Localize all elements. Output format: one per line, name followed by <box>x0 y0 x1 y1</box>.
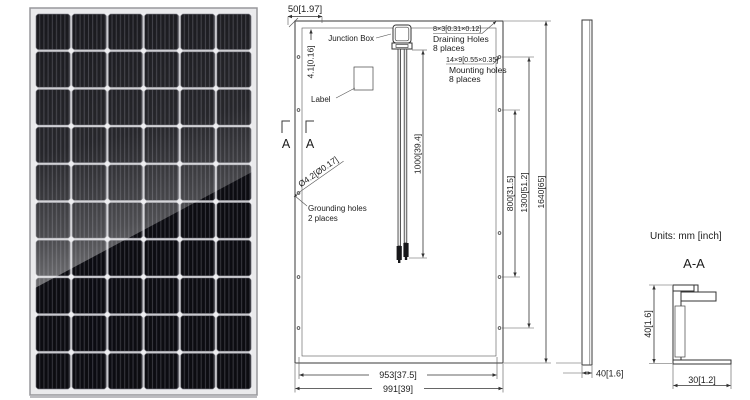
mounting-places-text: 8 places <box>449 74 481 84</box>
side-profile <box>581 19 593 366</box>
draining-places-text: 8 places <box>433 43 465 53</box>
section-marker-a1: A <box>282 137 291 151</box>
section-aa-title: A-A <box>683 256 705 271</box>
dim-top-offset-text: 50[1.97] <box>288 4 322 15</box>
dim-section-height: 40[1.6] <box>643 284 672 364</box>
glass-edge <box>680 291 717 302</box>
dim-top-offset: 50[1.97] <box>287 4 323 25</box>
back-view: 50[1.97] 4.1[0.16] Junction Box Label 8×… <box>281 4 551 395</box>
junction-box-label-text: Junction Box <box>328 34 374 43</box>
frame-profile <box>672 284 732 365</box>
dim-cable-text: 1000[39.4] <box>413 134 423 174</box>
section-aa: A-A 40[1.6] 30[1.2] <box>643 256 732 389</box>
mounting-holes-callout: 14×9[0.55×0.35] Mounting holes 8 places <box>446 55 507 84</box>
dim-frame-lip-text: 4.1[0.16] <box>306 45 316 78</box>
junction-box-label: Junction Box <box>328 33 392 43</box>
back-outer-frame <box>294 20 504 364</box>
grounding-places-text: 2 places <box>308 214 338 223</box>
draining-size-text: 8×3[0.31×0.12] <box>433 24 481 33</box>
dim-991-text: 991[39] <box>383 384 413 394</box>
label-callout: Label <box>311 87 356 104</box>
mc4-connector <box>403 243 409 257</box>
right-dimensions: 800[31.5] 1300[51.2] 1640[65] <box>502 20 551 364</box>
grounding-name-text: Grounding holes <box>308 204 367 213</box>
units-note: Units: mm [inch] <box>650 231 722 242</box>
grounding-holes-callout: Ø4.2[Ø0.17] Grounding holes 2 places <box>293 154 367 223</box>
side-view: 40[1.6] <box>556 19 624 379</box>
bottom-dimensions: 953[37.5] 991[39] <box>294 357 504 395</box>
draining-name-text: Draining Holes <box>433 34 489 44</box>
dim-953-text: 953[37.5] <box>379 370 417 380</box>
grounding-size-text: Ø4.2[Ø0.17] <box>296 154 340 189</box>
junction-box <box>391 24 413 50</box>
mounting-name-text: Mounting holes <box>449 65 507 75</box>
section-cut-markers: A A <box>281 120 315 151</box>
dim-section-base-text: 30[1.2] <box>688 375 716 385</box>
mounting-size-text: 14×9[0.55×0.35] <box>446 55 498 64</box>
section-marker-a2: A <box>306 137 315 151</box>
front-view-photo <box>29 7 258 398</box>
dim-800-text: 800[31.5] <box>505 176 515 211</box>
draining-holes-callout: 8×3[0.31×0.12] Draining Holes 8 places <box>433 21 497 53</box>
panel-bottom-shadow <box>30 395 257 398</box>
dim-side-thickness-text: 40[1.6] <box>596 369 624 379</box>
panel-cell-corner-dots <box>35 13 252 390</box>
label-callout-text: Label <box>311 95 331 104</box>
dim-cable-length: 1000[39.4] <box>409 49 427 259</box>
dim-side-thickness: 40[1.6] <box>563 366 624 379</box>
junction-box-cables <box>396 48 409 263</box>
dim-section-base: 30[1.2] <box>672 364 732 389</box>
label-box <box>353 66 374 91</box>
dim-frame-lip: 4.1[0.16] <box>306 29 316 79</box>
mc4-connector <box>396 246 402 260</box>
dim-1300-text: 1300[51.2] <box>519 172 529 212</box>
corner-chamfer-mark <box>288 17 299 28</box>
dim-section-height-text: 40[1.6] <box>643 310 653 338</box>
dim-1640-text: 1640[65] <box>536 175 546 208</box>
